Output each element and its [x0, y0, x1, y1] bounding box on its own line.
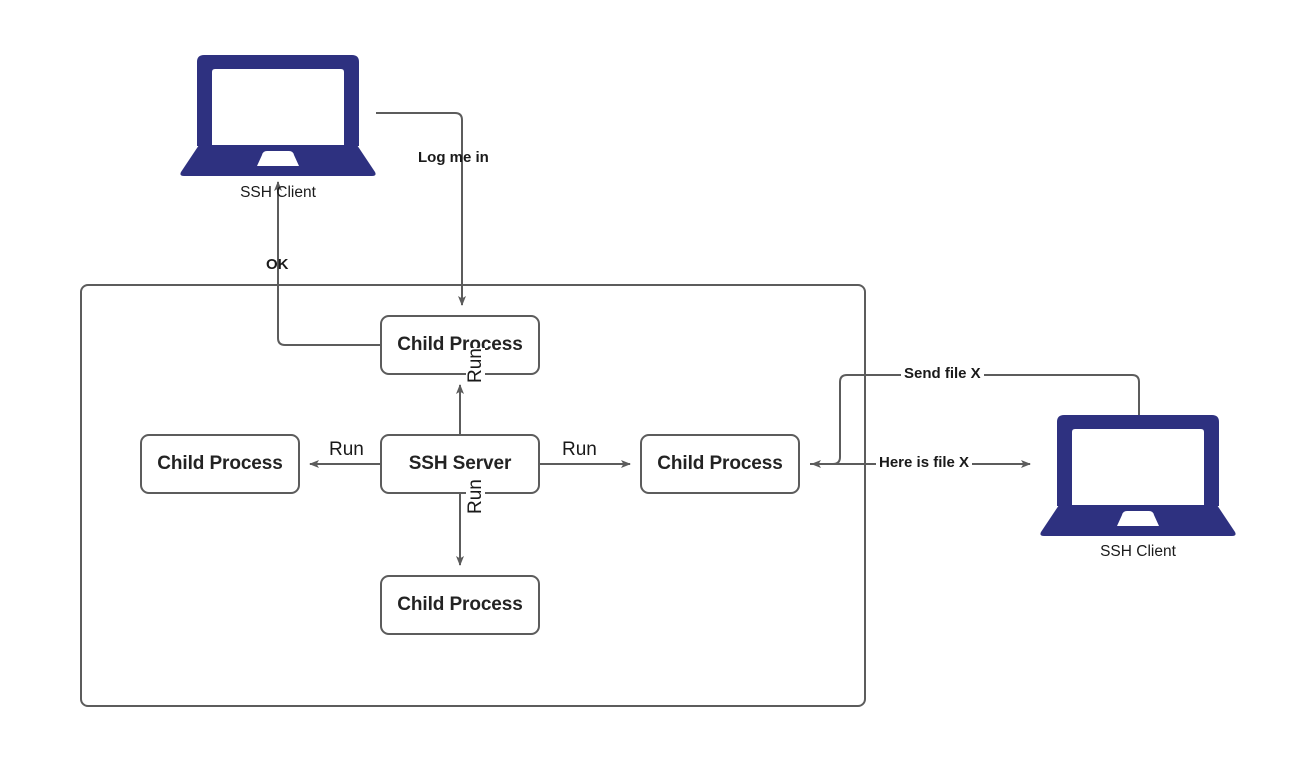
edge-label-run-up: Run	[465, 348, 486, 383]
edge-send-file-x-path	[810, 374, 1140, 465]
host-boundary-rect	[80, 284, 866, 707]
node-label: SSH Server	[408, 453, 512, 474]
node-child-process-top[interactable]: Child Process	[380, 315, 540, 375]
edge-label-here-is-file-x: Here is file X	[876, 455, 973, 470]
node-label: Child Process	[657, 453, 783, 474]
node-child-process-bottom[interactable]: Child Process	[380, 575, 540, 635]
node-label: Child Process	[397, 334, 523, 355]
laptop-icon-left	[180, 55, 376, 176]
edge-label-log-me-in: Log me in	[418, 149, 489, 166]
edge-log-me-in-path	[376, 112, 466, 306]
caption-ssh-client-left: SSH Client	[180, 184, 376, 202]
node-label: Child Process	[397, 594, 523, 615]
edge-label-ok: OK	[266, 256, 289, 273]
laptop-icon-right	[1040, 415, 1236, 536]
edge-ok-path	[274, 181, 380, 346]
node-child-process-left[interactable]: Child Process	[140, 434, 300, 494]
edge-label-run-right: Run	[562, 439, 597, 460]
edge-label-run-left: Run	[329, 439, 364, 460]
caption-text: SSH Client	[240, 184, 316, 201]
node-ssh-server[interactable]: SSH Server	[380, 434, 540, 494]
edge-label-send-file-x: Send file X	[901, 366, 984, 381]
caption-ssh-client-right: SSH Client	[1040, 543, 1236, 561]
edge-label-run-down: Run	[465, 479, 486, 514]
caption-text: SSH Client	[1100, 543, 1176, 560]
node-label: Child Process	[157, 453, 283, 474]
node-child-process-right[interactable]: Child Process	[640, 434, 800, 494]
